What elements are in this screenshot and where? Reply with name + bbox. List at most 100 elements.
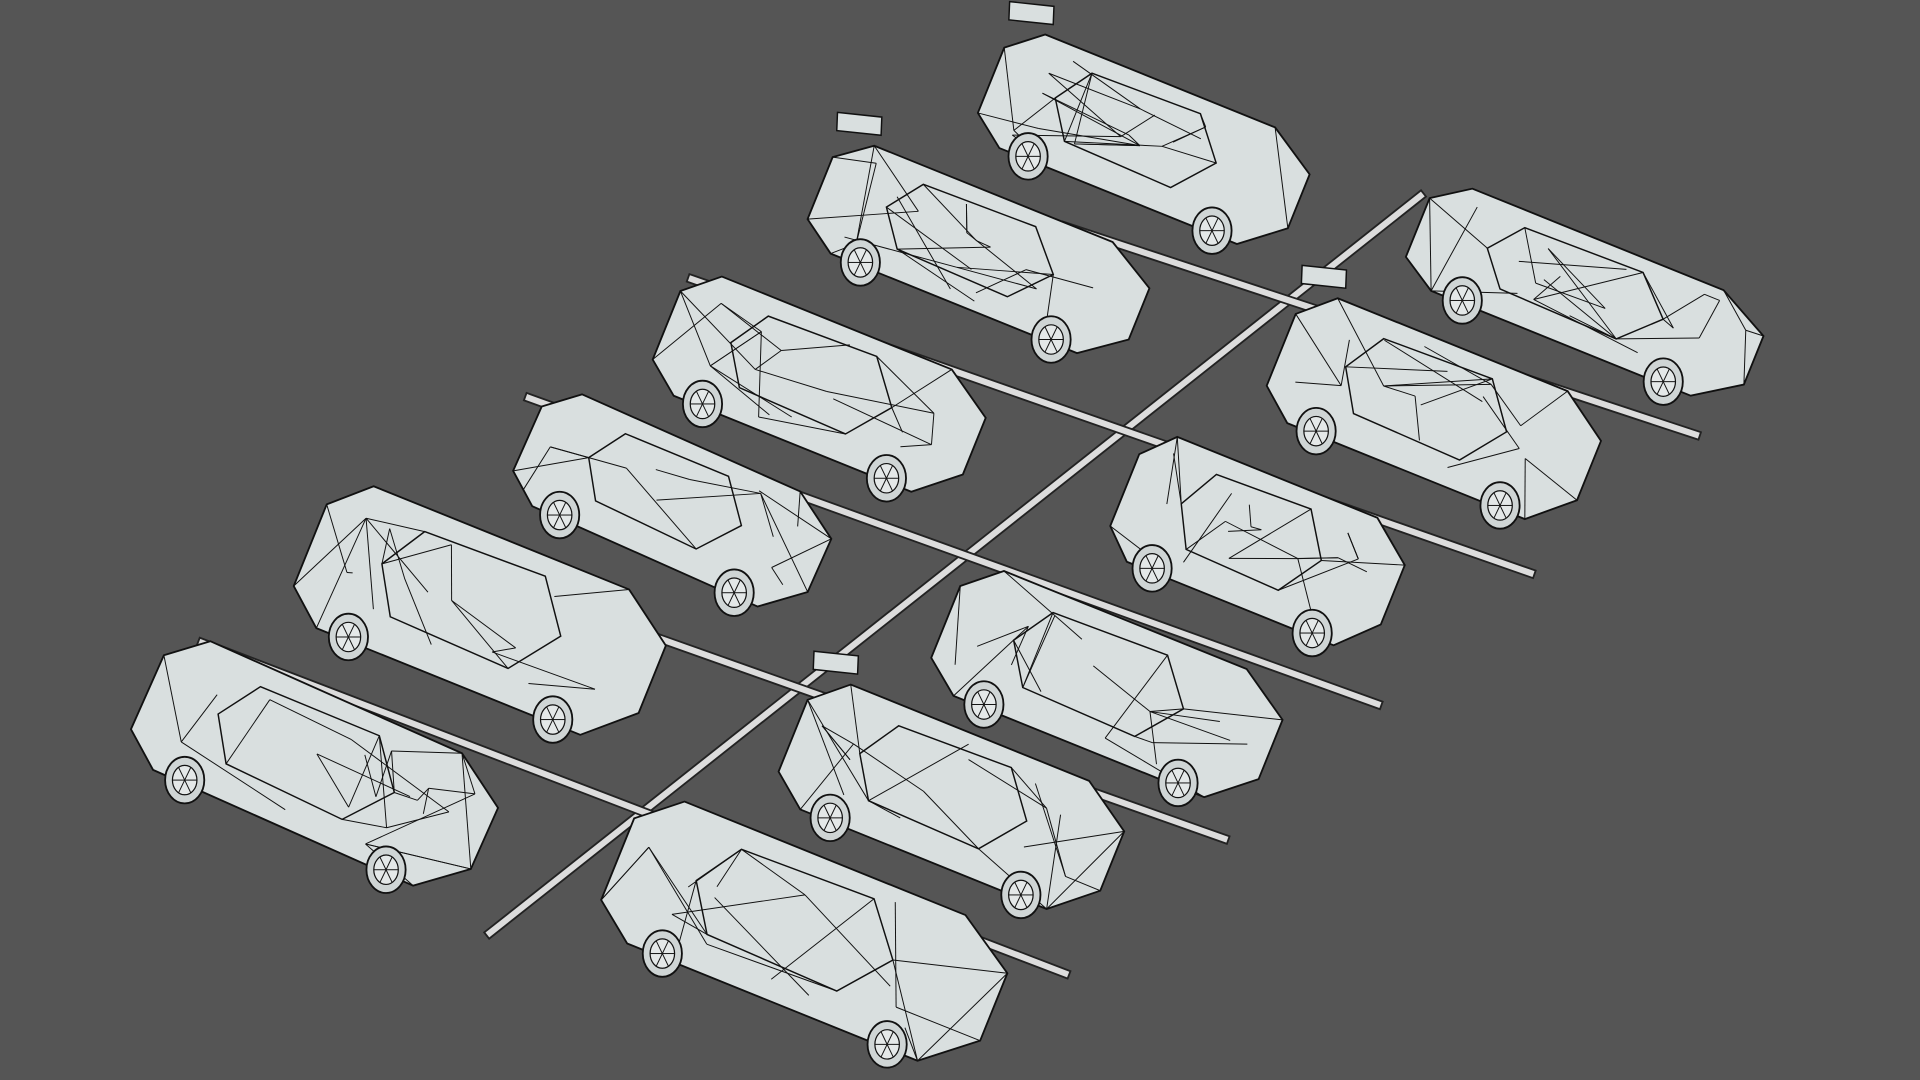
wire-edge (1064, 73, 1093, 142)
wire-edge (886, 206, 972, 270)
wire-edge (716, 849, 742, 888)
wire-edge (1535, 282, 1606, 309)
rim-spoke (733, 579, 741, 593)
wire-edge (826, 391, 934, 414)
wire-edge (956, 266, 1037, 290)
car-hatchback (600, 800, 1009, 1069)
wire-edge (1228, 557, 1298, 560)
rim-spoke (184, 767, 192, 781)
wire-edge (1447, 448, 1520, 468)
wire-edge (1248, 504, 1252, 527)
rim-spoke (1171, 782, 1179, 796)
wire-edge (1161, 145, 1217, 164)
rim-spoke (385, 869, 393, 883)
wire-edge (760, 493, 774, 537)
wire-edge (391, 750, 463, 754)
wire-edge (1295, 313, 1342, 386)
wire-edge (1025, 269, 1094, 289)
wire-edge (1010, 767, 1047, 809)
wheel (713, 568, 755, 617)
wire-edge (922, 184, 977, 241)
wire-edge (375, 750, 393, 797)
rim-spoke (1455, 300, 1463, 314)
wire-edge (1337, 557, 1368, 573)
wire-edge (730, 315, 769, 343)
wire-edge (1524, 458, 1578, 501)
rim-spoke (1171, 770, 1179, 784)
wire-edge (1429, 197, 1488, 249)
wire-edge (714, 897, 810, 996)
wire-edge (422, 788, 430, 814)
wire-edge (1745, 329, 1764, 337)
wire-edge (391, 750, 395, 793)
wire-edge (1152, 742, 1248, 745)
wire-edge (709, 365, 770, 416)
rim-spoke (1499, 505, 1507, 519)
wheel (1000, 870, 1042, 920)
wire-edge (1048, 72, 1141, 110)
wire-edge (1266, 313, 1297, 386)
wire-edge (451, 600, 516, 649)
wire-edge (600, 846, 650, 901)
rim-spoke (661, 953, 669, 967)
rear-wing (1008, 0, 1055, 26)
wire-edge (855, 163, 877, 244)
rim-spoke (977, 691, 985, 705)
wire-edge (1533, 299, 1638, 354)
rim-spoke (1315, 418, 1323, 432)
rim-spoke (1050, 339, 1058, 353)
rim-spoke (552, 719, 560, 733)
wire-edge (1662, 293, 1705, 320)
rim-spoke (1305, 620, 1313, 634)
wheel (365, 845, 407, 894)
rim-spoke (379, 869, 387, 883)
wire-edge (954, 585, 961, 665)
wire-edge (917, 972, 1008, 1062)
rim-spoke (1662, 381, 1670, 395)
wire-edge (1045, 274, 1054, 323)
wire-edge (1533, 275, 1561, 300)
wheel (866, 1020, 908, 1069)
wire-edge (1065, 876, 1101, 892)
car-body (930, 569, 1284, 799)
wire-edge (821, 725, 854, 745)
car-sedan (651, 275, 987, 503)
wire-edge (451, 600, 509, 669)
rim-spoke (1305, 632, 1313, 646)
wire-edge (428, 787, 476, 795)
wire-edge (461, 753, 476, 795)
wire-edge (687, 848, 742, 888)
rim-spoke (829, 817, 837, 831)
wire-edge (679, 290, 711, 367)
rim-spoke (347, 636, 355, 650)
rim-spoke (559, 502, 567, 516)
rim-spoke (880, 1044, 888, 1058)
wire-edge (1278, 558, 1359, 591)
wire-edge (1073, 73, 1093, 145)
wire-edge (1034, 783, 1067, 877)
car-race-car-with-wing (806, 111, 1151, 364)
rim-spoke (727, 579, 735, 593)
wire-edge (833, 398, 932, 446)
wire-edge (1690, 384, 1744, 397)
wire-edge (225, 699, 271, 765)
wire-edge (655, 469, 690, 480)
wire-edge (1104, 654, 1168, 739)
wire-edge (771, 567, 784, 586)
wire-edge (378, 735, 388, 828)
rim-spoke (1455, 287, 1463, 301)
wheel (1642, 357, 1684, 406)
rim-spoke (347, 624, 355, 638)
car-sports-coupe (930, 569, 1284, 808)
wire-edge (648, 846, 708, 935)
rim-spoke (859, 249, 867, 263)
wire-edge (1161, 126, 1206, 147)
wire-edge (977, 112, 1039, 130)
rim-spoke (1461, 287, 1469, 301)
wheel (1007, 132, 1049, 181)
wire-edge (1543, 279, 1617, 340)
wire-edge (677, 880, 697, 947)
wire-edge (1003, 47, 1015, 131)
wheel (1441, 276, 1483, 325)
cars (129, 0, 1765, 1069)
